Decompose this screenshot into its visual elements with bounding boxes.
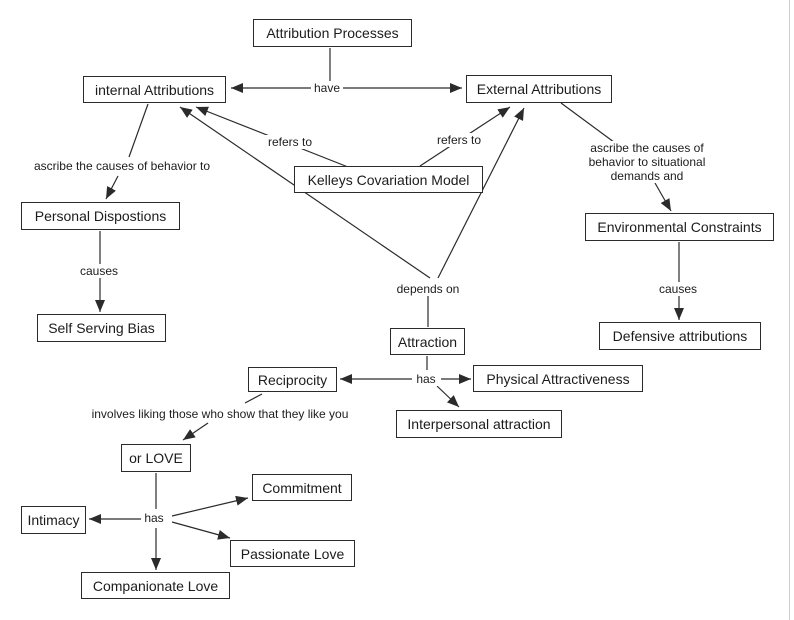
- connector-has-to-commitment: [171, 495, 249, 517]
- edge-label-depends-on: depends on: [393, 282, 463, 296]
- concept-node-physical-attractiveness: Physical Attractiveness: [473, 365, 643, 392]
- concept-node-environmental-constraints: Environmental Constraints: [585, 213, 774, 241]
- connector-depends-on-to-external: [437, 107, 525, 279]
- concept-node-or-love: or LOVE: [121, 444, 191, 472]
- concept-node-kelleys-covariation-model: Kelleys Covariation Model: [294, 166, 483, 193]
- edge-label-causes-right: causes: [655, 282, 701, 296]
- concept-node-external-attributions: External Attributions: [466, 75, 612, 103]
- connector-ascribe-label-to-personal: [105, 175, 119, 200]
- concept-node-companionate-love: Companionate Love: [81, 572, 230, 599]
- edge-label-ascribe-left: ascribe the causes of behavior to: [30, 159, 214, 173]
- concept-node-intimacy: Intimacy: [21, 506, 86, 534]
- connector-reciprocity-to-involves-label: [244, 393, 263, 404]
- edge-label-involves: involves liking those who show that they…: [88, 407, 352, 421]
- connector-involves-label-to-or-love: [182, 422, 209, 441]
- concept-node-interpersonal-attraction: Interpersonal attraction: [396, 410, 562, 438]
- page-boundary-line: [789, 0, 790, 620]
- edge-label-has-love: has: [141, 511, 167, 525]
- concept-node-attribution-processes: Attribution Processes: [253, 19, 412, 47]
- concept-node-reciprocity: Reciprocity: [248, 367, 337, 392]
- connector-has-to-interpersonal-attraction: [436, 385, 460, 408]
- concept-node-attraction: Attraction: [390, 328, 465, 355]
- connector-internal-to-ascribe-label: [128, 103, 149, 158]
- concept-node-self-serving-bias: Self Serving Bias: [37, 314, 166, 342]
- edge-label-refers-to-left: refers to: [264, 135, 316, 149]
- concept-node-passionate-love: Passionate Love: [230, 540, 355, 567]
- edge-label-ascribe-right: ascribe the causes of behavior to situat…: [573, 141, 721, 183]
- connector-has-to-passionate-love: [171, 521, 231, 540]
- edge-label-have: have: [310, 81, 344, 95]
- edge-label-has-attraction: has: [413, 372, 439, 386]
- edge-label-causes-left: causes: [76, 264, 122, 278]
- concept-node-commitment: Commitment: [252, 474, 352, 501]
- concept-node-defensive-attributions: Defensive attributions: [599, 322, 761, 350]
- connector-external-to-ascribe-right-label: [560, 102, 623, 149]
- concept-node-personal-dispostions: Personal Dispostions: [21, 202, 180, 230]
- concept-node-internal-attributions: internal Attributions: [83, 76, 226, 103]
- edge-label-refers-to-right: refers to: [433, 133, 485, 147]
- connector-ascribe-right-label-to-environmental: [654, 182, 672, 212]
